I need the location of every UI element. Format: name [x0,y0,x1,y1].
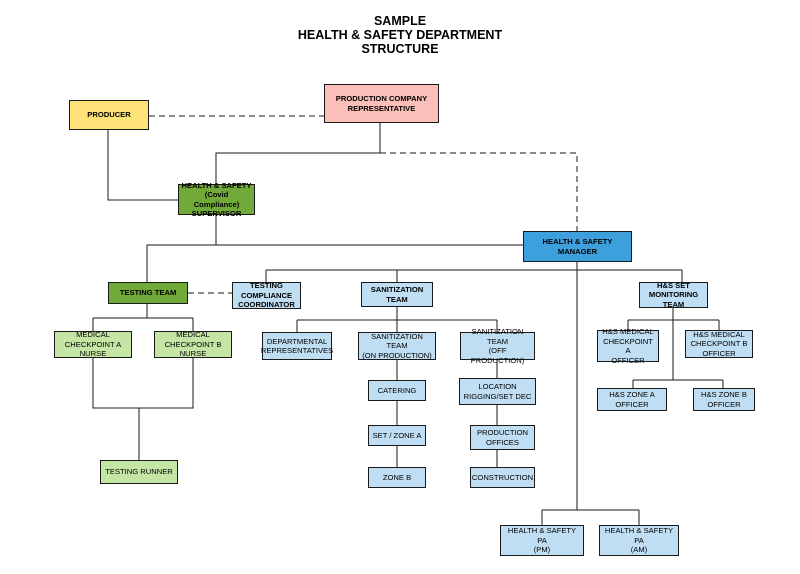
node-hs-manager: HEALTH & SAFETY MANAGER [523,231,632,262]
node-sanitization-on-production: SANITIZATION TEAM (ON PRODUCTION) [358,332,436,360]
line-producer-supervisor [107,130,178,201]
node-hs-pa-pm: HEALTH & SAFETY PA (PM) [500,525,584,556]
node-hs-supervisor: HEALTH & SAFETY (Covid Compliance) SUPER… [178,181,255,218]
node-medical-checkpoint-b-officer: H&S MEDICAL CHECKPOINT B OFFICER [685,330,753,358]
node-medical-checkpoint-b-nurse: MEDICAL CHECKPOINT B NURSE [154,330,232,358]
node-catering: CATERING [368,380,426,401]
node-production-rep: PRODUCTION COMPANY REPRESENTATIVE [324,84,439,123]
node-construction: CONSTRUCTION [470,467,535,488]
node-zone-b-officer: H&S ZONE B OFFICER [693,388,755,411]
node-testing-team: TESTING TEAM [108,282,188,304]
node-producer: PRODUCER [69,100,149,130]
node-departmental-reps: DEPARTMENTAL REPRESENTATIVES [261,332,333,360]
node-medical-checkpoint-a-officer: H&S MEDICAL CHECKPOINT A OFFICER [597,327,659,365]
node-sanitization-off-production: SANITIZATION TEAM (OFF PRODUCTION) [460,327,535,365]
node-monitoring-team: H&S SET MONITORING TEAM [639,281,708,309]
node-location-rigging: LOCATION RIGGING/SET DEC [459,378,536,405]
node-zone-a-officer: H&S ZONE A OFFICER [597,388,667,411]
line-rep-supervisor [215,123,381,184]
title-line-1: SAMPLE [373,14,427,28]
node-sanitization-team: SANITIZATION TEAM [361,282,433,307]
node-hs-pa-am: HEALTH & SAFETY PA (AM) [599,525,679,556]
node-medical-checkpoint-a-nurse: MEDICAL CHECKPOINT A NURSE [54,330,132,358]
title-line-2: HEALTH & SAFETY DEPARTMENT [297,28,503,42]
node-set-zone-a: SET / ZONE A [368,425,426,446]
node-zone-b: ZONE B [368,467,426,488]
dashed-link-rep-manager [380,152,578,231]
line-supervisor-testing [146,215,217,282]
node-testing-runner: TESTING RUNNER [100,460,178,484]
title-line-3: STRUCTURE [361,42,439,56]
node-production-offices: PRODUCTION OFFICES [470,425,535,450]
node-testing-coordinator: TESTING COMPLIANCE COORDINATOR [232,281,301,309]
